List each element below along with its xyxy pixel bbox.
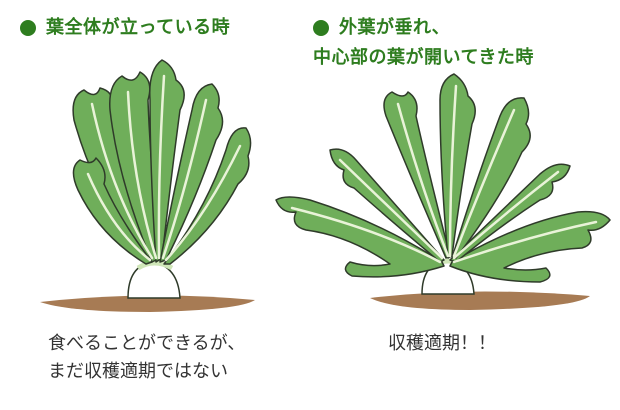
right-bullet-icon xyxy=(313,20,329,36)
right-heading-line-1: 外葉が垂れ、 xyxy=(339,17,451,38)
right-leaf-outer-left xyxy=(275,196,445,278)
right-leaf-outer-right xyxy=(449,210,611,283)
right-soil xyxy=(370,291,590,310)
left-heading: 葉全体が立っている時 xyxy=(46,17,231,38)
left-caption-line-2: まだ収穫適期ではない xyxy=(48,361,228,382)
right-caption: 収穫適期！！ xyxy=(388,333,496,354)
right-leaf-mid-right xyxy=(449,163,571,263)
left-leaf-5 xyxy=(163,127,252,265)
right-radish-illustration xyxy=(275,73,611,310)
left-caption-line-1: 食べることができるが、 xyxy=(48,333,246,354)
left-soil xyxy=(40,295,255,312)
right-leaf-upper-right xyxy=(451,97,531,259)
left-radish-illustration xyxy=(40,59,255,312)
left-bullet-icon xyxy=(20,20,36,36)
right-heading-line-2: 中心部の葉が開いてきた時 xyxy=(313,47,534,68)
right-leaf-center xyxy=(439,73,476,259)
